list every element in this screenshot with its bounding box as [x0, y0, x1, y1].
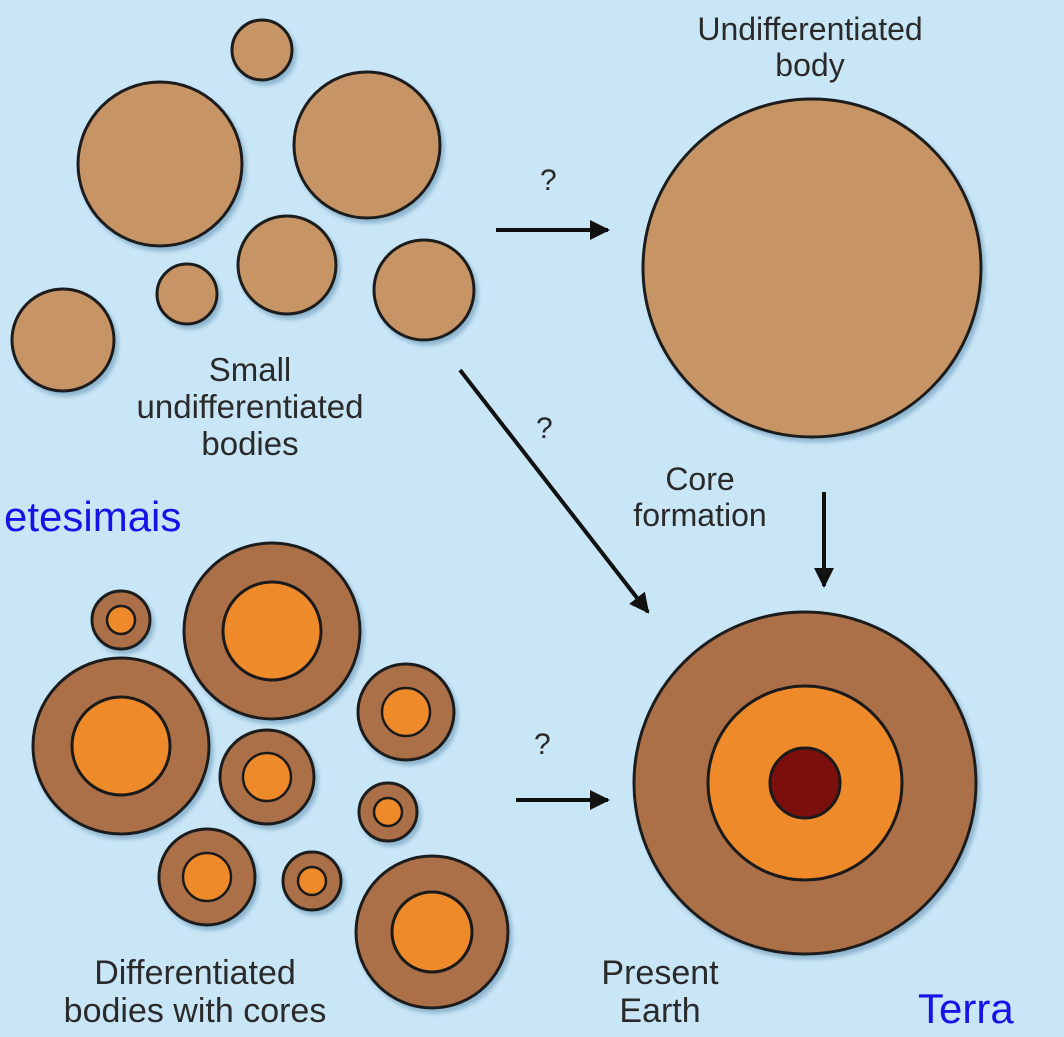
- differentiated-body: [358, 664, 454, 760]
- overlay-text-right: Terra: [918, 988, 1014, 1030]
- earth-inner-core: [770, 748, 840, 818]
- overlay-text-left: etesimais: [4, 496, 181, 538]
- small-body: [374, 240, 474, 340]
- present-earth: [634, 612, 976, 954]
- small-undifferentiated-bodies: [12, 20, 474, 391]
- label-core-formation: Core formation: [600, 462, 800, 534]
- undifferentiated-body: [643, 99, 981, 437]
- differentiated-body: [359, 783, 417, 841]
- label-present-earth: Present Earth: [560, 954, 760, 1030]
- differentiated-body: [220, 730, 314, 824]
- small-body: [294, 72, 440, 218]
- differentiated-body: [184, 543, 360, 719]
- small-body: [232, 20, 292, 80]
- differentiated-body: [283, 852, 341, 910]
- question-mark-top: ?: [540, 166, 557, 196]
- differentiated-bodies: [33, 543, 508, 1008]
- label-small-bodies: Small undifferentiated bodies: [60, 352, 440, 463]
- small-body: [238, 216, 336, 314]
- differentiated-body: [33, 658, 209, 834]
- differentiated-body: [92, 591, 150, 649]
- question-mark-diagonal: ?: [536, 414, 553, 444]
- label-undifferentiated-body: Undifferentiated body: [640, 12, 980, 84]
- question-mark-bottom: ?: [534, 730, 551, 760]
- label-differentiated-bodies: Differentiated bodies with cores: [0, 954, 390, 1030]
- small-body: [157, 264, 217, 324]
- small-body: [78, 82, 242, 246]
- differentiated-body: [159, 829, 255, 925]
